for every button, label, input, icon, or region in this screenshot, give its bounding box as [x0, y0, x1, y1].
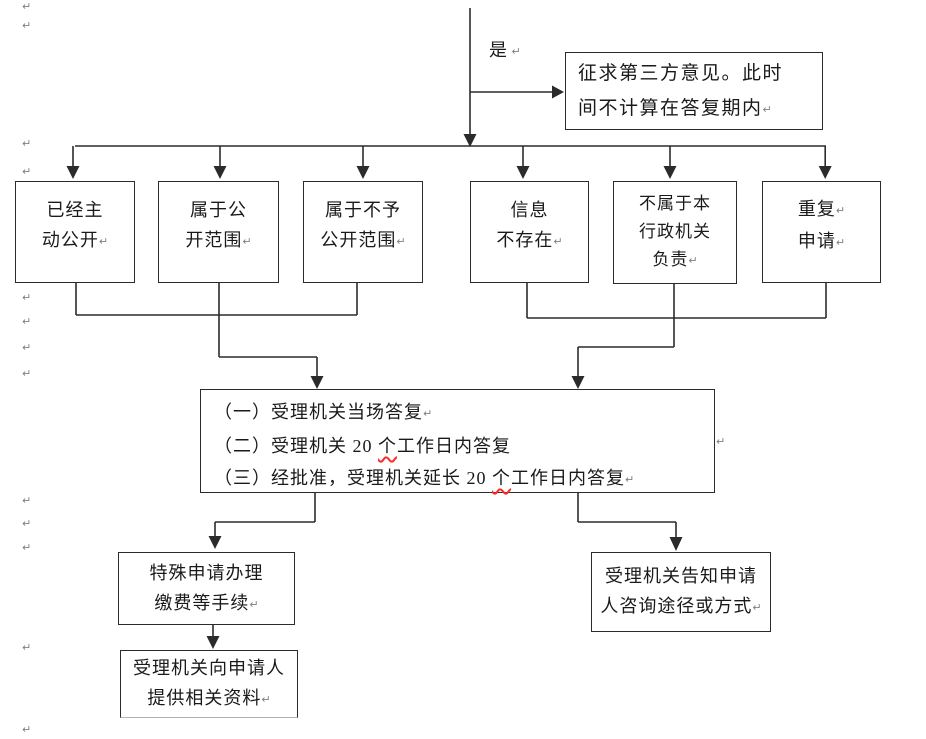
paragraph-mark: ↵	[22, 137, 32, 150]
paragraph-mark: ↵	[396, 235, 406, 248]
node-public-scope[interactable]: 属于公 开范围↵	[158, 181, 279, 283]
node-line: 不存在	[496, 230, 554, 250]
paragraph-mark: ↵	[22, 723, 32, 736]
paragraph-mark: ↵	[716, 435, 726, 448]
paragraph-mark: ↵	[835, 236, 846, 249]
connector-drop-public-scope	[213, 146, 227, 179]
paragraph-mark: ↵	[688, 254, 698, 267]
node-info-not-exist[interactable]: 信息 不存在↵	[470, 181, 589, 283]
node-line: 工作日内答复	[511, 468, 625, 488]
connector-drop-not-public-scope	[356, 146, 370, 179]
node-special-procedure[interactable]: 特殊申请办理 缴费等手续↵	[118, 552, 295, 625]
connector-top-vertical	[463, 8, 477, 147]
node-line: 人咨询途径或方式	[600, 596, 753, 616]
node-line: 行政机关	[639, 222, 711, 241]
node-line: 缴费等手续	[154, 592, 250, 613]
connector-yes-branch	[470, 85, 564, 99]
node-line: 重复	[797, 199, 836, 219]
paragraph-mark: ↵	[835, 204, 846, 217]
node-line: 提供相关资料	[147, 688, 262, 708]
misspelled-word: 个	[492, 468, 511, 488]
connector-not-responsible-to-reply	[571, 283, 675, 389]
connector-reply-to-special	[208, 493, 316, 549]
paragraph-mark: ↵	[22, 541, 32, 554]
paragraph-mark: ↵	[242, 235, 252, 248]
paragraph-mark: ↵	[625, 473, 635, 486]
paragraph-mark: ↵	[22, 341, 32, 354]
node-line: 负责	[652, 250, 689, 269]
connector-public-scope-to-reply	[218, 283, 324, 389]
paragraph-mark: ↵	[22, 367, 32, 380]
node-line: （三）经批准，受理机关延长 20	[214, 468, 492, 488]
node-repeat-request[interactable]: 重复↵ 申请↵	[762, 181, 881, 283]
paragraph-mark: ↵	[423, 407, 433, 420]
node-line: 已经主	[46, 200, 104, 220]
connector-drop-info-not-exist	[516, 146, 530, 179]
paragraph-mark: ↵	[762, 102, 772, 116]
node-line: （二）受理机关 20	[214, 436, 378, 456]
connector-drop-repeat-request	[818, 146, 832, 179]
node-already-public[interactable]: 已经主 动公开↵	[15, 181, 135, 283]
connector-special-to-provide	[206, 625, 220, 649]
paragraph-mark: ↵	[22, 517, 32, 530]
connector-reply-to-inform	[577, 493, 683, 551]
connector-drop-already-public	[66, 146, 80, 179]
paragraph-mark: ↵	[249, 597, 259, 611]
node-inform-channel[interactable]: 受理机关告知申请 人咨询途径或方式↵	[591, 552, 771, 632]
paragraph-mark: ↵	[22, 315, 32, 328]
node-line: 信息	[510, 200, 549, 220]
node-line: 特殊申请办理	[149, 562, 264, 583]
node-not-responsible[interactable]: 不属于本 行政机关 负责↵	[613, 181, 737, 284]
node-line: 属于不予	[325, 200, 401, 220]
node-third-party-opinion[interactable]: 征求第三方意见。此时 间不计算在答复期内↵	[565, 52, 823, 130]
node-line: 不属于本	[639, 194, 711, 213]
paragraph-mark: ↵	[511, 45, 521, 58]
paragraph-mark: ↵	[553, 235, 563, 248]
node-line: 征求第三方意见。此时	[578, 62, 784, 84]
paragraph-mark: ↵	[22, 494, 32, 507]
yes-label-text: 是	[489, 40, 507, 60]
node-line: 受理机关向申请人	[133, 658, 285, 678]
node-line: 开范围	[185, 230, 243, 250]
paragraph-mark: ↵	[22, 291, 32, 304]
misspelled-word: 个	[378, 436, 397, 456]
node-line: 工作日内答复	[397, 436, 511, 456]
paragraph-mark: ↵	[98, 235, 109, 248]
node-line: （一）受理机关当场答复	[214, 402, 423, 422]
paragraph-mark: ↵	[22, 165, 32, 178]
node-not-public-scope[interactable]: 属于不予 公开范围↵	[303, 181, 423, 283]
connector-left-merge	[75, 283, 358, 316]
paragraph-mark: ↵	[22, 0, 32, 13]
yes-label: 是 ↵	[489, 36, 521, 62]
paragraph-mark: ↵	[22, 19, 32, 32]
connector-right-merge	[526, 283, 827, 319]
node-line: 间不计算在答复期内	[578, 97, 763, 119]
node-line: 公开范围	[320, 230, 397, 250]
node-reply-options[interactable]: （一）受理机关当场答复↵ （二）受理机关 20 个工作日内答复 （三）经批准，受…	[200, 389, 715, 493]
node-provide-material[interactable]: 受理机关向申请人 提供相关资料↵	[120, 650, 298, 718]
paragraph-mark: ↵	[22, 641, 32, 654]
node-line: 属于公	[190, 200, 247, 220]
node-line: 受理机关告知申请	[605, 566, 757, 586]
node-line: 动公开	[41, 230, 99, 250]
connector-drop-not-responsible	[663, 146, 677, 179]
node-line: 申请	[797, 231, 836, 251]
paragraph-mark: ↵	[752, 601, 762, 614]
paragraph-mark: ↵	[261, 693, 271, 706]
